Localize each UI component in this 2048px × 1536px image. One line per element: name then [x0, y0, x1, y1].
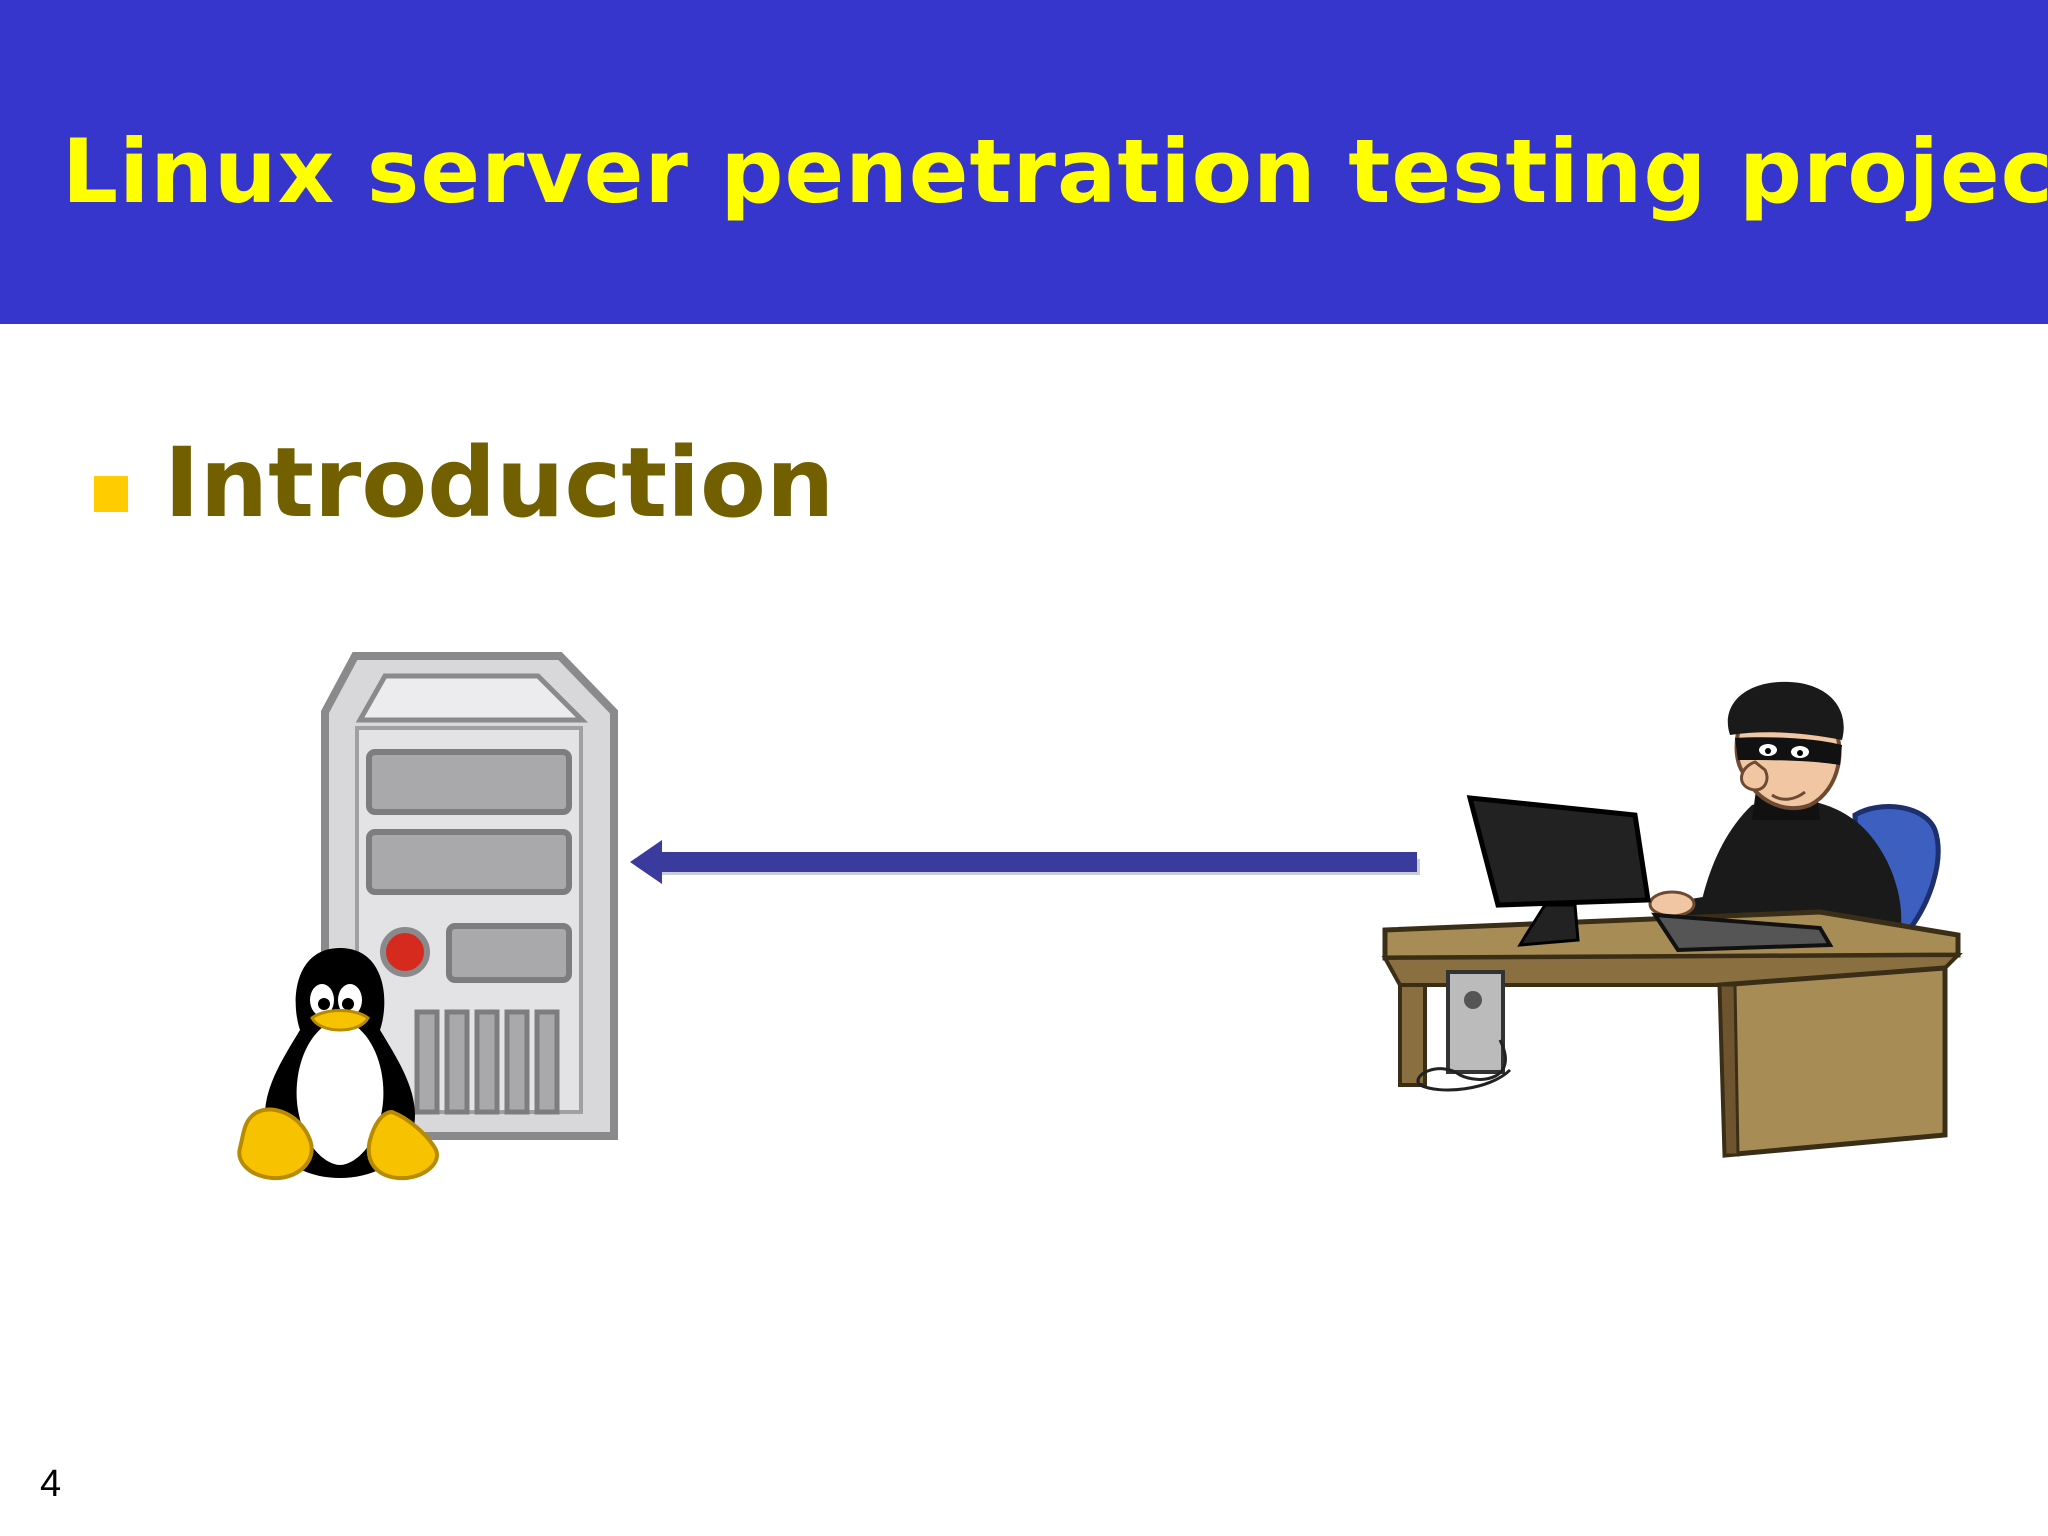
bullet-introduction: Introduction — [164, 427, 835, 539]
hacker-beanie — [1727, 681, 1844, 740]
square-bullet-icon — [94, 476, 128, 512]
server-top-bevel — [355, 673, 589, 723]
tux-foot-right — [366, 1109, 439, 1181]
hacker-nose — [1740, 760, 1769, 792]
hacker-hand — [1648, 890, 1696, 918]
desk-side-right — [1717, 965, 1948, 1158]
slide-header: Linux server penetration testing project — [0, 0, 2048, 324]
drive-bay-3 — [446, 923, 572, 983]
pc-tower — [1446, 970, 1505, 1074]
drive-bay-1 — [366, 749, 572, 815]
slide-title: Linux server penetration testing project — [62, 120, 2048, 223]
tux-foot-left — [237, 1107, 314, 1181]
tux-beak — [310, 1009, 370, 1032]
hacker-mask — [1735, 737, 1842, 765]
arrow-head — [630, 840, 662, 884]
tux-penguin-icon — [237, 948, 439, 1181]
hacker-at-computer-icon — [1381, 681, 1963, 1158]
arrow-shaft — [655, 852, 1417, 872]
pc-cables — [1416, 1039, 1512, 1092]
keyboard — [1651, 912, 1834, 953]
hacker-mouth — [1771, 790, 1806, 801]
page-number: 4 — [40, 1463, 62, 1505]
hacker-arm — [1670, 880, 1780, 917]
server-tower-icon — [321, 652, 618, 1140]
tux-belly — [296, 1018, 384, 1165]
left-arrow-icon — [630, 840, 1420, 884]
monitor-screen — [1466, 795, 1651, 908]
server-vents — [414, 1009, 560, 1115]
drive-bay-2 — [366, 829, 572, 895]
server-power-led — [380, 927, 430, 977]
desk-leg-left — [1398, 983, 1427, 1087]
monitor-stand — [1517, 903, 1580, 947]
